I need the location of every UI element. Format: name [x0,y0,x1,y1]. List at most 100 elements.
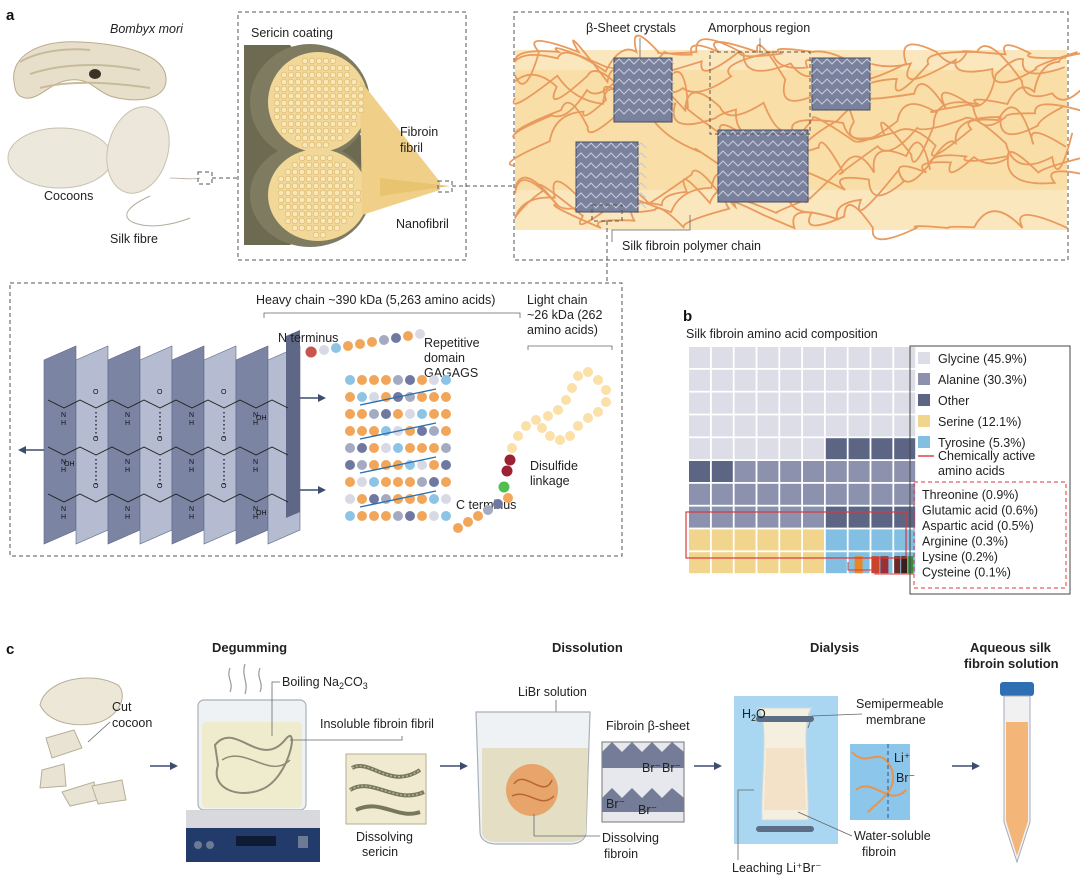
fibril-dot [347,182,355,190]
amide-hydrogen: H [189,467,194,474]
h2o-text-2: O [756,707,766,721]
fibril-dot [336,78,344,86]
fibril-dot [284,210,292,218]
fibril-dot [329,120,337,128]
fibril-dot [319,224,327,232]
amino-acid-bead [357,460,367,470]
crystal-pleat [575,142,647,149]
fibril-dot [329,64,337,72]
nanofibril-zoom-box [437,180,453,193]
fibril-dot [301,127,309,135]
waffle-cell [734,438,756,460]
amino-acid-bead [345,392,355,402]
amino-acid-bead [369,426,379,436]
amide-nitrogen: N [253,412,258,419]
waffle-cell [894,347,916,368]
fibril-dot [333,161,341,169]
fibril-dot [347,189,355,197]
amino-acid-bead [319,345,329,355]
active-rows-outline [685,511,907,559]
fibril-dot [294,85,302,93]
fibril-dot [336,85,344,93]
fibril-dot [294,64,302,72]
fibril-dot [326,182,334,190]
polymer-chain [514,34,1078,84]
fibril-dot [277,189,285,197]
waffle-cell [848,461,870,482]
active-amino-acid-label: Cysteine (0.1%) [922,566,1011,580]
waffle-cell [894,392,916,414]
fibril-dot [347,196,355,204]
carbonyl-oxygen: O [93,389,99,396]
dissolution-beaker [475,711,591,845]
fibril-dot [277,203,285,211]
fibril-dot [322,64,330,72]
sheet-pleat [43,345,77,545]
fibril-dot [308,134,316,142]
fibril-dot [305,217,313,225]
fibril-dot [308,127,316,135]
waffle-cell [803,415,824,437]
fibril-dot [287,120,295,128]
amino-acid-bead [345,477,355,487]
waffle-cell [734,483,756,505]
fibril-dot [357,85,365,93]
fibril-dot [305,182,313,190]
amino-acid-bead [369,375,379,385]
fibril-dot [305,224,313,232]
fibril-dot [340,210,348,218]
cocoons-label: Cocoons [44,189,93,203]
fibril-dot [322,57,330,65]
fibril-dot [336,99,344,107]
amino-acid-bead [405,443,415,453]
fibril-dot [294,106,302,114]
beta-sheet-crystal [811,57,873,111]
fibril-dot [312,182,320,190]
fibril-dot [298,210,306,218]
amino-acid-bead [405,375,415,385]
amino-acid-bead [369,409,379,419]
fibril-dot [329,134,337,142]
crystal-pleat [811,68,873,75]
fibril-dot [319,168,327,176]
amino-acid-bead [453,523,463,533]
fibril-dot [298,161,306,169]
amide-nitrogen: N [61,506,66,513]
panel-b-letter: b [683,308,692,325]
fibril-dot [277,175,285,183]
fibril-dot [319,161,327,169]
crystal-pleat [575,192,647,199]
amino-acid-bead [429,375,439,385]
legend-label: Tyrosine (5.3%) [938,436,1026,450]
waffle-active-cell [901,556,908,574]
fibroin-fibril-label-1: Fibroin [400,125,438,139]
fibril-dot [308,85,316,93]
fibril-dot [287,71,295,79]
waffle-cell [757,415,779,437]
fibril-dot [305,154,313,162]
boiling-label: Boiling Na2CO3 [282,675,368,691]
waffle-cell [757,392,779,414]
waffle-cell [894,415,916,437]
crystal-pleat [717,160,809,167]
waffle-cell [803,483,824,505]
amino-acid-bead [345,460,355,470]
legend-label: Glycine (45.9%) [938,352,1027,366]
repetitive-domain-bond [359,388,437,406]
fibril-dot [336,113,344,121]
amino-acid-bead [369,511,379,521]
fibril-dot [347,175,355,183]
fibril-bundle-dots [273,57,365,239]
fibril-dot [298,217,306,225]
fibril-dot [343,127,351,135]
n-terminus-label: N terminus [278,331,338,345]
heavy-chain-bracket [263,312,521,318]
waffle-cell [871,392,893,414]
waffle-cell [734,552,756,574]
fibril-dot [329,85,337,93]
fibril-dot [340,203,348,211]
sheet-pleat [171,345,205,545]
fibril-dot [312,168,320,176]
amino-acid-bead [415,329,425,339]
